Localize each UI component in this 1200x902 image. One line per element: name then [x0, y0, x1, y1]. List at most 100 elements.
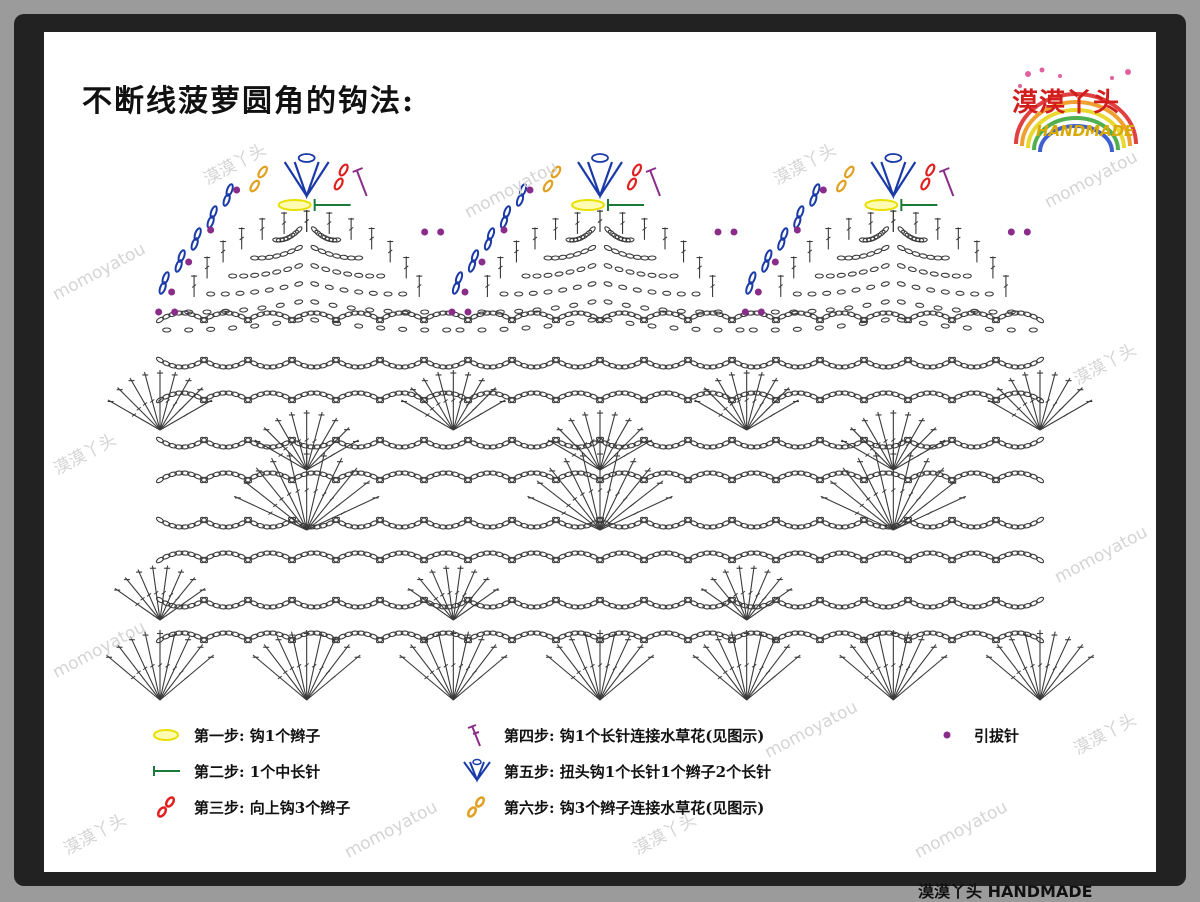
treble-stitch: [114, 588, 161, 621]
chain-arc: [595, 390, 649, 404]
legend-item: 第四步: 钩1个长针连接水草花(见图示): [460, 722, 764, 748]
treble-stitch: [549, 467, 601, 531]
treble-stitch: [597, 630, 603, 700]
treble-stitch: [955, 227, 962, 250]
chain-arc: [243, 390, 297, 404]
chain-arc: [507, 310, 561, 324]
chain-arc: [815, 516, 869, 530]
treble-stitch: [840, 439, 894, 471]
chain-arc: [727, 390, 781, 404]
treble-stitch: [421, 377, 454, 431]
chain-arc: [603, 263, 679, 279]
chain-arc: [551, 596, 605, 610]
treble-stitch: [255, 467, 308, 531]
yellow-chain-oval: [571, 199, 605, 211]
slip-stitch-dot: [1007, 228, 1015, 236]
green-half-double-icon: [153, 766, 180, 776]
chain-arc: [463, 596, 517, 610]
chain-arc: [507, 470, 561, 484]
chain-arc: [639, 630, 693, 644]
chain-arc: [683, 516, 737, 530]
treble-stitch: [875, 411, 894, 471]
chain-arc: [903, 516, 957, 530]
treble-stitch: [1022, 631, 1041, 701]
treble-stitch: [746, 577, 783, 621]
treble-stitch: [599, 427, 644, 471]
treble-stitch: [128, 636, 161, 701]
treble-stitch: [400, 399, 454, 431]
chain-arc: [199, 596, 253, 610]
treble-stitch: [862, 636, 894, 701]
chain-arc: [331, 596, 385, 610]
chain-arc: [310, 281, 408, 297]
treble-stitch: [159, 577, 197, 621]
chain-arc: [727, 550, 781, 564]
treble-stitch: [1039, 387, 1084, 431]
chain-arc: [991, 596, 1045, 610]
chain-arc: [639, 310, 693, 324]
chain-arc: [595, 596, 649, 610]
chain-arc: [199, 630, 253, 644]
chain-arc: [595, 630, 649, 644]
treble-stitch: [281, 211, 288, 234]
treble-stitch: [599, 451, 621, 531]
slip-stitch-dot: [171, 308, 179, 316]
treble-stitch: [286, 451, 308, 531]
chain-arc: [419, 436, 473, 450]
treble-stitch: [306, 467, 358, 531]
treble-stitch: [136, 569, 161, 621]
chain-arc: [243, 630, 297, 644]
chain-arc: [639, 390, 693, 404]
chain-arc: [603, 244, 657, 261]
treble-stitch: [306, 417, 339, 471]
slip-stitch-dot: [448, 308, 456, 316]
chain-arc: [499, 281, 597, 297]
slip-stitch-dot: [437, 228, 445, 236]
chain-arc: [595, 470, 649, 484]
chain-arc: [991, 630, 1045, 644]
treble-stitch: [563, 457, 601, 531]
treble-stitch: [1022, 371, 1041, 431]
treble-stitch: [452, 636, 485, 701]
legend-label: 第六步: 钩3个辫子连接水草花(见图示): [504, 798, 765, 817]
legend-item: 引拔针: [930, 722, 1019, 748]
treble-stitch: [746, 371, 765, 431]
chain-arc: [310, 244, 364, 261]
chain-arc: [375, 516, 429, 530]
treble-stitch: [845, 217, 852, 240]
chain-arc: [683, 356, 737, 370]
chain-arc: [815, 356, 869, 370]
treble-stitch: [790, 256, 797, 279]
treble-stitch: [546, 654, 601, 701]
treble-stitch: [417, 577, 454, 621]
chain-arc: [771, 470, 825, 484]
chain-arc: [463, 516, 517, 530]
treble-stitch: [1008, 377, 1041, 431]
treble-stitch: [275, 417, 308, 471]
treble-stitch: [599, 411, 618, 471]
treble-stitch: [582, 411, 601, 471]
treble-stitch: [306, 411, 325, 471]
slip-stitch-dot: [207, 226, 215, 234]
chain-arc: [310, 226, 342, 243]
chain-arc: [896, 299, 1016, 315]
treble-stitch: [1039, 371, 1058, 431]
chain-arc: [331, 630, 385, 644]
chain-arc: [331, 356, 385, 370]
treble-stitch: [409, 644, 454, 701]
treble-stitch: [532, 227, 538, 250]
footer-brand: 漠漠丫头 HANDMADE: [918, 882, 1093, 901]
logo-rainbow-icon: [1014, 67, 1138, 153]
chain-arc: [897, 226, 928, 243]
chain-arc: [287, 390, 341, 404]
treble-stitch: [306, 631, 325, 701]
blue-cluster-icon: [463, 758, 491, 783]
treble-stitch: [892, 467, 945, 531]
treble-stitch: [513, 240, 520, 263]
chain-arc: [792, 281, 890, 297]
treble-stitch: [722, 569, 748, 621]
legend-label: 第四步: 钩1个长针连接水草花(见图示): [504, 726, 765, 745]
treble-stitch: [746, 631, 765, 701]
treble-stitch: [263, 644, 308, 701]
treble-stitch: [599, 417, 632, 471]
